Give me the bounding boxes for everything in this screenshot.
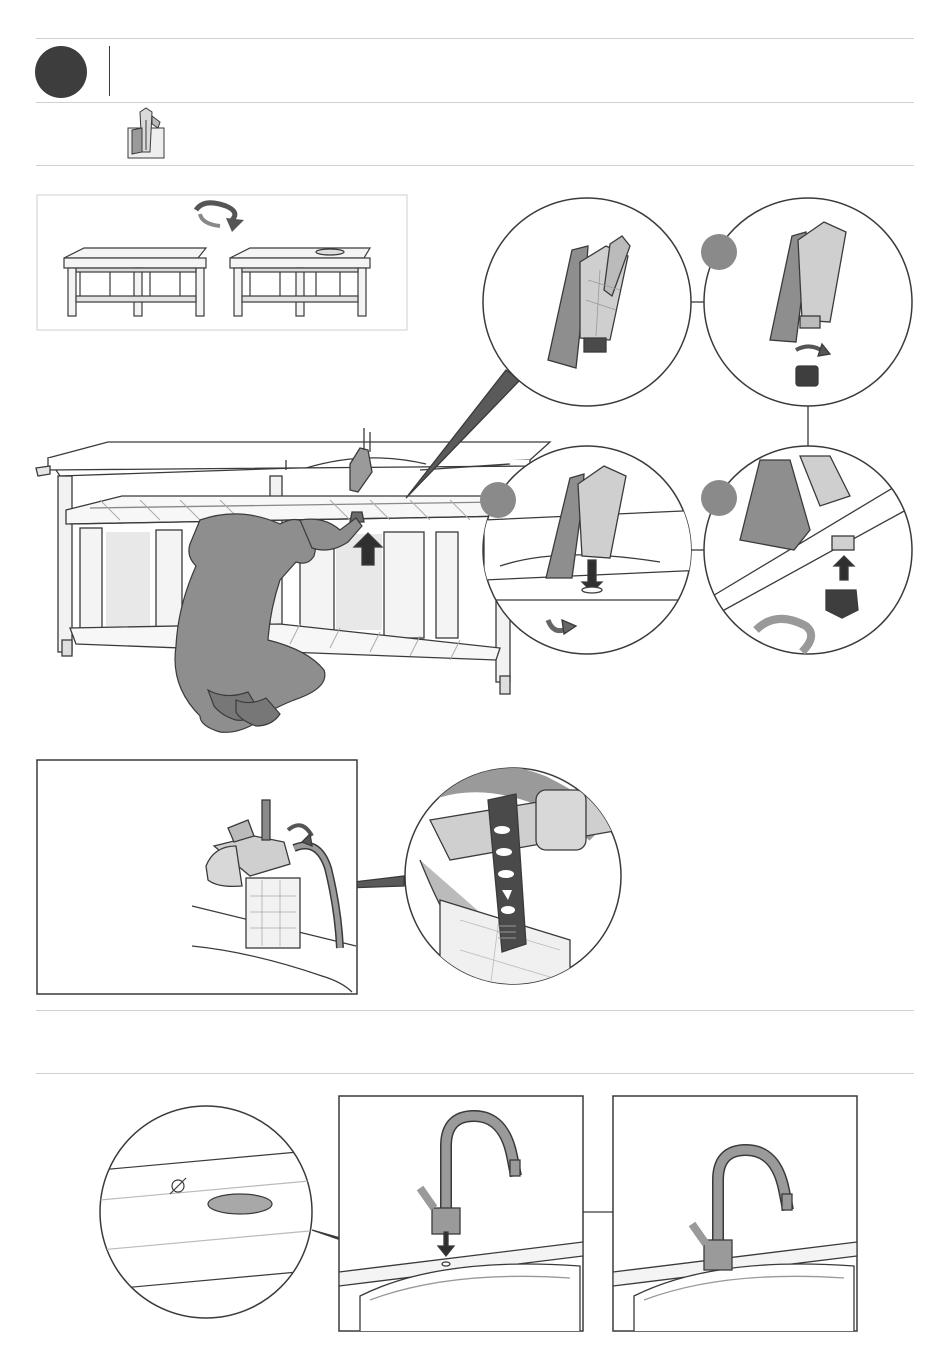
rotate-table-icon bbox=[37, 195, 407, 330]
insert-faucet-detail bbox=[480, 446, 706, 654]
remove-nut-detail bbox=[483, 198, 691, 406]
step-badge-icon bbox=[480, 482, 516, 518]
detail-screw-nut-below bbox=[701, 446, 912, 654]
faucet-insert-panel bbox=[339, 1096, 583, 1336]
faucet-pump-assembly-icon bbox=[128, 108, 164, 158]
strap-closeup-detail bbox=[400, 768, 621, 1000]
hose-connection-detail bbox=[37, 760, 357, 994]
sink-hole-closeup bbox=[100, 1106, 320, 1318]
faucet-installed-panel bbox=[613, 1096, 857, 1336]
step-badge-icon bbox=[701, 480, 737, 516]
step-badge-icon bbox=[701, 234, 737, 270]
screw-nut-detail bbox=[701, 198, 912, 406]
